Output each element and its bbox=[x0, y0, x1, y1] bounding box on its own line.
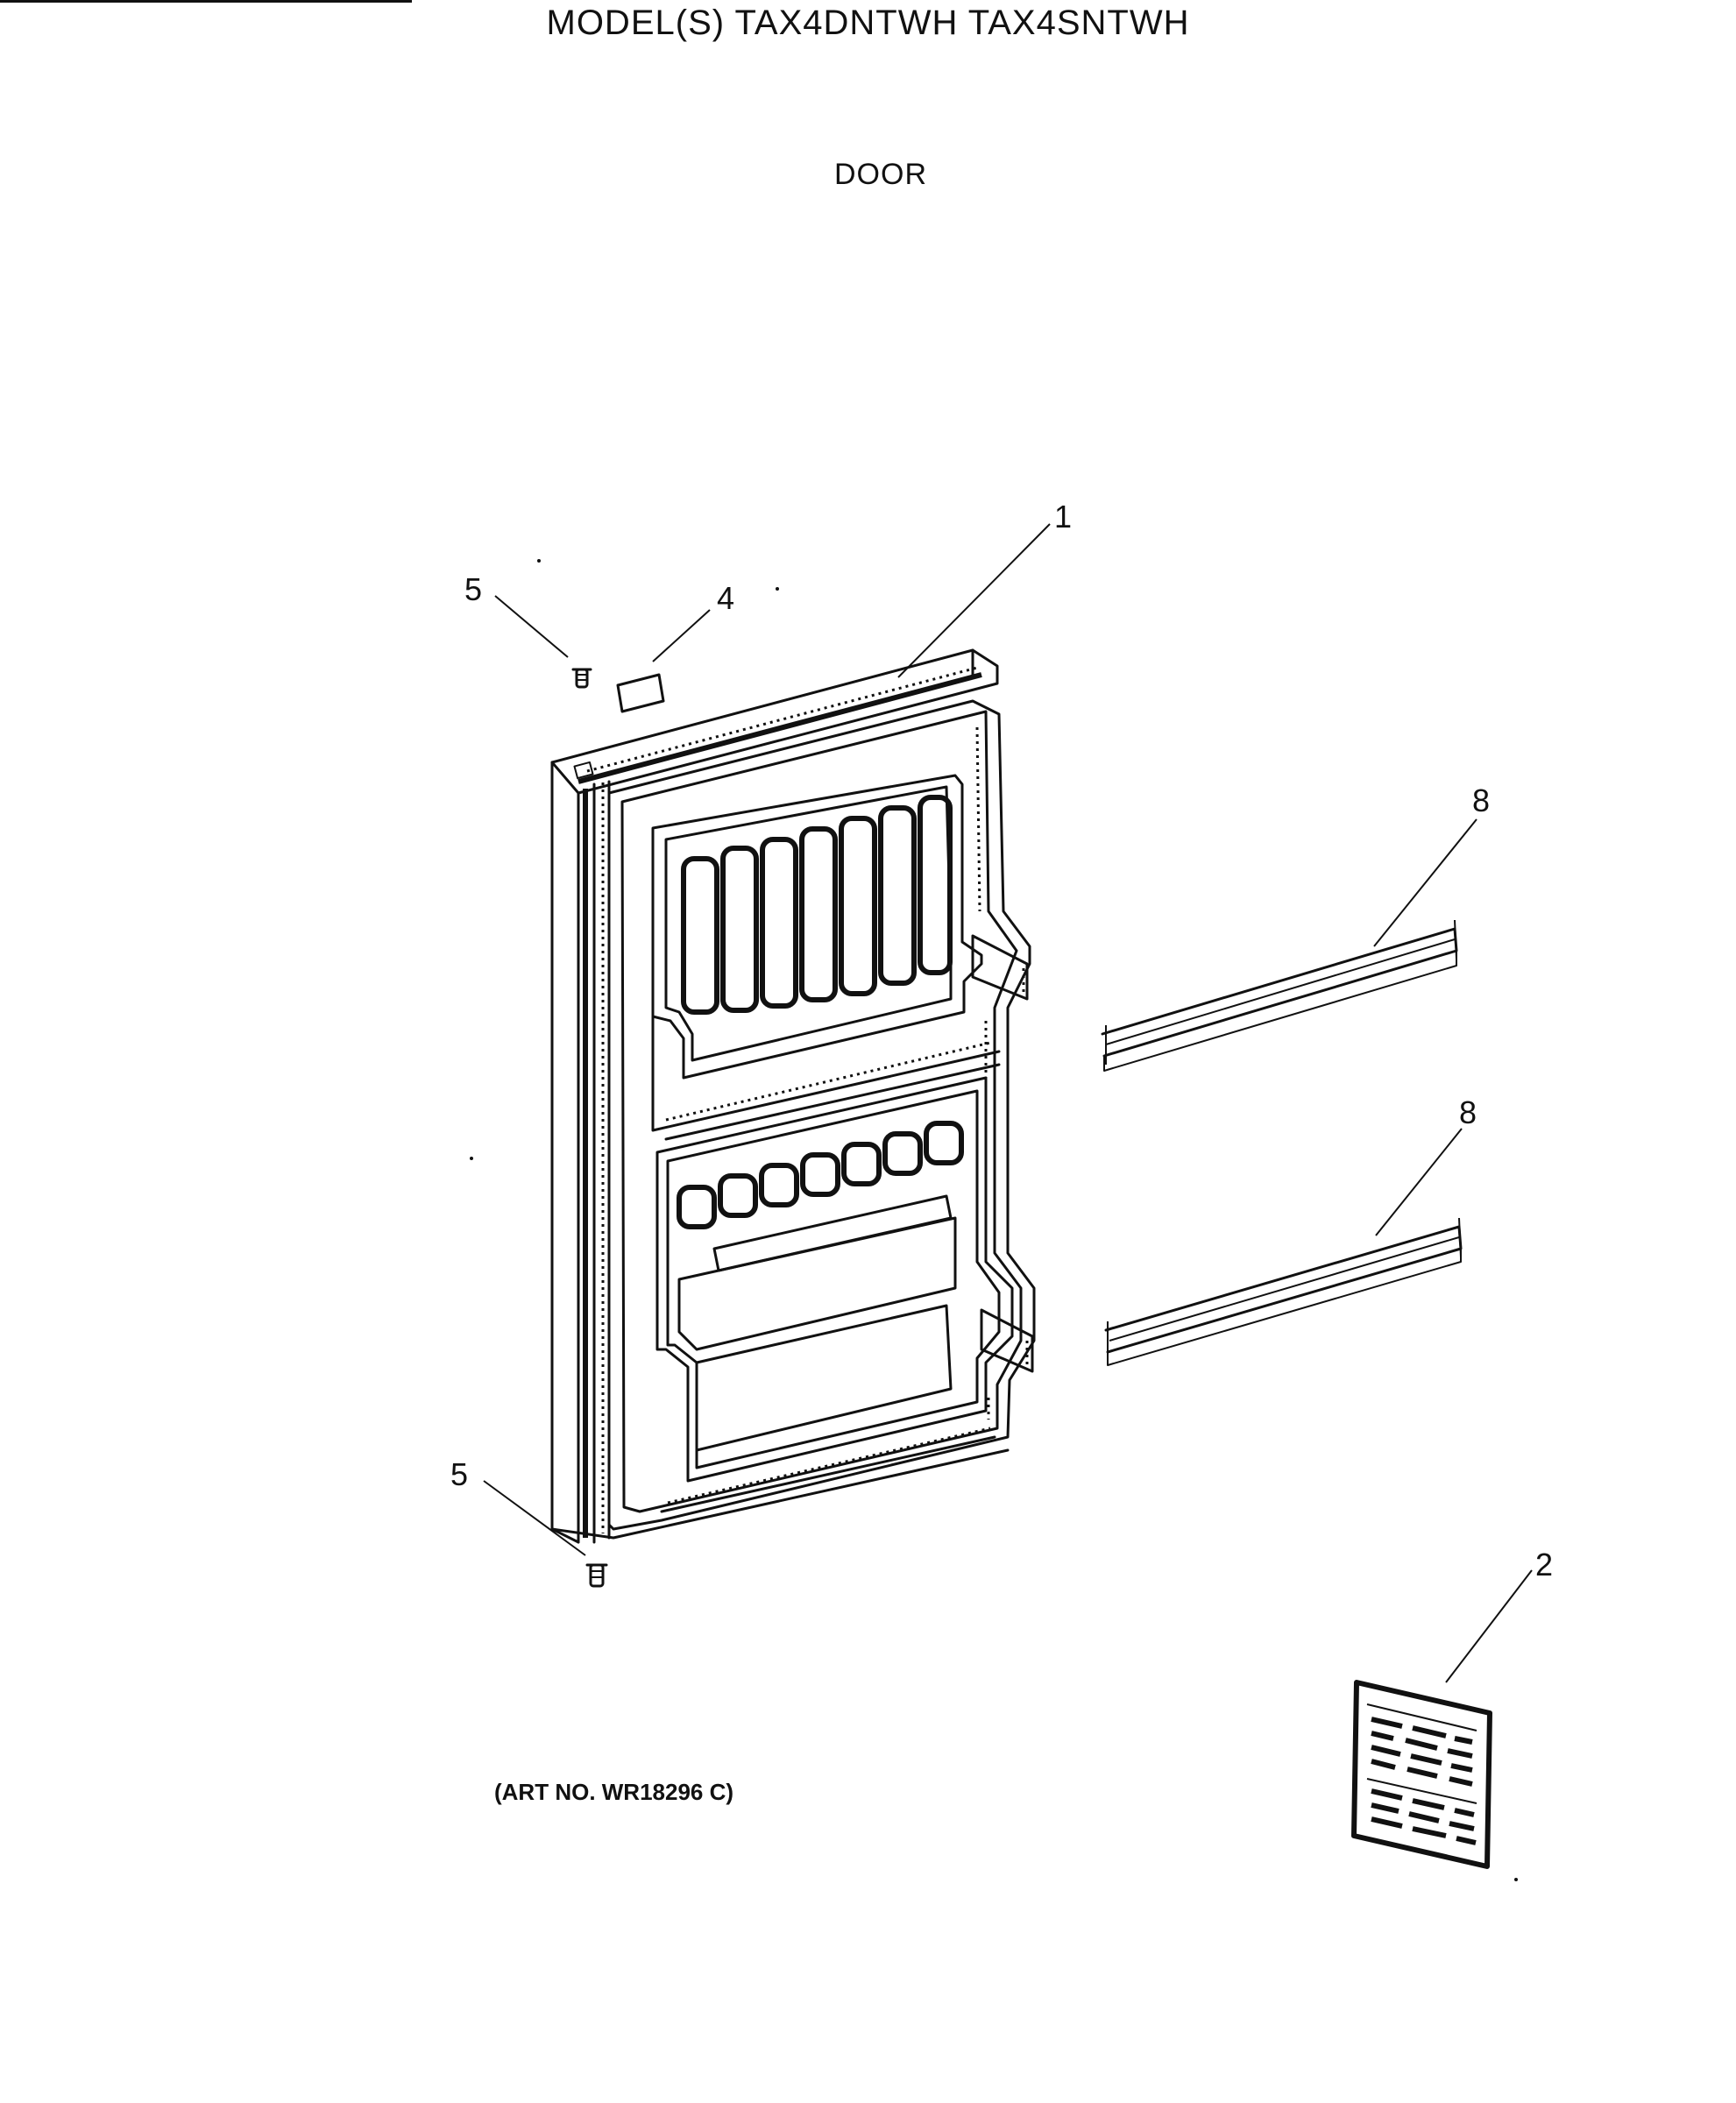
leader-nameplate bbox=[652, 609, 711, 662]
callout-label-card: 2 bbox=[1535, 1547, 1554, 1583]
shelf-bar-upper bbox=[1101, 919, 1458, 1072]
leader-shelf-lower bbox=[1375, 1128, 1463, 1236]
callout-door: 1 bbox=[1054, 499, 1073, 535]
screw-bottom bbox=[585, 1563, 608, 1588]
leader-shelf-upper bbox=[1373, 818, 1477, 947]
top-rule bbox=[0, 0, 412, 3]
callout-shelf-bar-lower: 8 bbox=[1459, 1094, 1477, 1130]
nameplate bbox=[616, 673, 665, 713]
model-title: MODEL(S) TAX4DNTWH TAX4SNTWH bbox=[546, 4, 1190, 42]
art-number: (ART NO. WR18296 C) bbox=[494, 1779, 734, 1805]
label-card bbox=[1351, 1680, 1492, 1869]
leader-label-card bbox=[1445, 1569, 1533, 1683]
screw-top bbox=[571, 668, 592, 689]
callout-screw-top: 5 bbox=[464, 571, 483, 607]
callout-shelf-bar-upper: 8 bbox=[1472, 782, 1491, 818]
door-assembly bbox=[550, 648, 1036, 1544]
callout-screw-bottom: 5 bbox=[450, 1456, 469, 1492]
shelf-bar-lower bbox=[1104, 1217, 1463, 1366]
leader-screw-top bbox=[494, 595, 569, 658]
leader-door bbox=[897, 523, 1051, 678]
leader-screw-bottom bbox=[483, 1480, 586, 1556]
callout-nameplate: 4 bbox=[717, 580, 735, 616]
section-title: DOOR bbox=[834, 158, 927, 191]
